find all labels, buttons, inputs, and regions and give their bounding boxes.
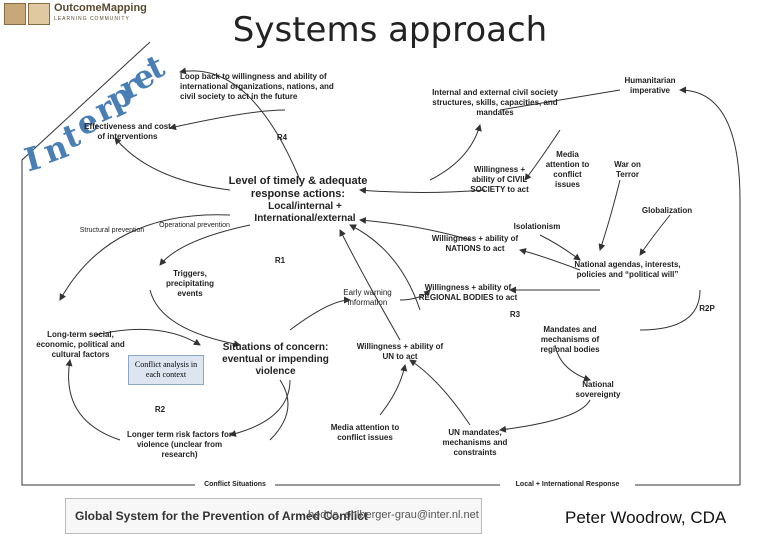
isolationism-arrow xyxy=(539,234,581,261)
civil-structures-node: Internal and external civil society stru… xyxy=(432,88,558,117)
situations-to-warning-arrow xyxy=(289,296,351,331)
r1-label: R1 xyxy=(274,256,286,265)
contact-email[interactable]: hedda. ohlberger-grau@inter.nl.net xyxy=(308,509,479,521)
un-willingness-node: Willingness + ability of UN to act xyxy=(356,342,444,361)
r3-label: R3 xyxy=(509,310,521,319)
outer-frame-line xyxy=(21,41,740,486)
regional-mandates-node: Mandates and mechanisms of regional bodi… xyxy=(540,325,600,354)
terror-to-agendas-arrow xyxy=(598,179,621,251)
r4-label: R4 xyxy=(276,133,288,142)
triggers-node: Triggers, precipitating events xyxy=(165,269,214,298)
un-mandates-arrow xyxy=(409,359,471,426)
local-international-node: Local/internal + International/external xyxy=(254,201,356,224)
page-title: Systems approach xyxy=(232,10,548,50)
logo-name: OutcomeMapping xyxy=(54,2,147,14)
media-attention-bottom-node: Media attention to conflict issues xyxy=(330,423,400,442)
structural-prevention-label: Structural prevention xyxy=(79,227,145,234)
nations-node: Willingness + ability of NATIONS to act xyxy=(431,234,519,253)
globalization-node: Globalization xyxy=(641,206,693,215)
conflict-situations-label: Conflict Situations xyxy=(195,480,275,490)
conflict-analysis-box: Conflict analysis in each context xyxy=(128,355,204,385)
footer-title-box xyxy=(65,498,482,534)
r2p-label: R2P xyxy=(699,304,715,313)
sovereignty-to-un-arrow xyxy=(499,399,591,433)
civil-to-level-arrow xyxy=(359,187,486,194)
risk-to-social-arrow xyxy=(65,359,121,441)
regional-bodies-node: Willingness + ability of REGIONAL BODIES… xyxy=(418,283,518,302)
loop-back-arrow xyxy=(179,67,301,181)
logo-icon-secondary xyxy=(28,3,50,25)
civil-society-node: Willingness + ability of CIVIL SOCIETY t… xyxy=(470,165,529,194)
un-to-level-arrow xyxy=(339,229,401,341)
agendas-to-nations-arrow xyxy=(519,248,581,271)
right-outer-loop xyxy=(679,86,741,485)
media-to-civil-arrow xyxy=(524,129,561,181)
logo-icon xyxy=(4,3,26,25)
triggers-to-situations-arrow xyxy=(149,289,241,348)
regional-to-level-arrow xyxy=(349,224,421,311)
risk-link xyxy=(269,379,289,441)
social-to-situations-arrow xyxy=(94,328,201,346)
isolationism-node: Isolationism xyxy=(513,222,561,231)
media-attention-top-node: Media attention to conflict issues xyxy=(545,150,590,189)
early-warning-node: Early warning information xyxy=(343,288,392,307)
regional-to-sovereignty-arrow xyxy=(554,344,591,382)
warning-to-regional-arrow xyxy=(399,289,431,301)
r2p-link xyxy=(639,289,701,331)
r2-label: R2 xyxy=(154,405,166,414)
operational-prevention-arrow xyxy=(159,224,251,266)
war-on-terror-node: War on Terror xyxy=(614,160,641,179)
diagram-title: Global System for the Prevention of Arme… xyxy=(75,509,368,523)
author-credit: Peter Woodrow, CDA xyxy=(565,508,727,527)
longer-term-risk-node: Longer term risk factors for violence (u… xyxy=(127,430,232,459)
media-to-un-arrow xyxy=(379,364,408,416)
local-intl-response-label: Local + International Response xyxy=(500,480,635,490)
humanitarian-node: Humanitarian imperative xyxy=(624,76,676,95)
situations-node: Situations of concern: eventual or impen… xyxy=(222,342,329,377)
outcome-mapping-logo: OutcomeMapping LEARNING COMMUNITY xyxy=(2,2,157,28)
effectiveness-node: Effectiveness and cost of interventions xyxy=(84,122,171,141)
long-term-social-node: Long-term social, economic, political an… xyxy=(36,330,125,359)
situations-to-risk-arrow xyxy=(229,379,291,437)
logo-sub: LEARNING COMMUNITY xyxy=(54,16,130,22)
humanitarian-link xyxy=(499,89,621,111)
loop-back-node: Loop back to willingness and ability of … xyxy=(180,72,334,101)
nations-to-level-arrow xyxy=(359,217,471,241)
national-agendas-node: National agendas, interests, policies an… xyxy=(574,260,681,279)
globalization-arrow xyxy=(639,214,671,256)
effectiveness-arrow xyxy=(169,109,286,131)
operational-prevention-label: Operational prevention xyxy=(159,222,230,229)
structural-prevention-arrow xyxy=(59,214,231,301)
civil-to-structures-arrow xyxy=(429,124,482,181)
un-mandates-node: UN mandates, mechanisms and constraints xyxy=(442,428,508,457)
national-sovereignty-node: National sovereignty xyxy=(575,380,621,399)
r4-arrow xyxy=(114,137,231,191)
level-response-node: Level of timely & adequate response acti… xyxy=(228,175,368,200)
